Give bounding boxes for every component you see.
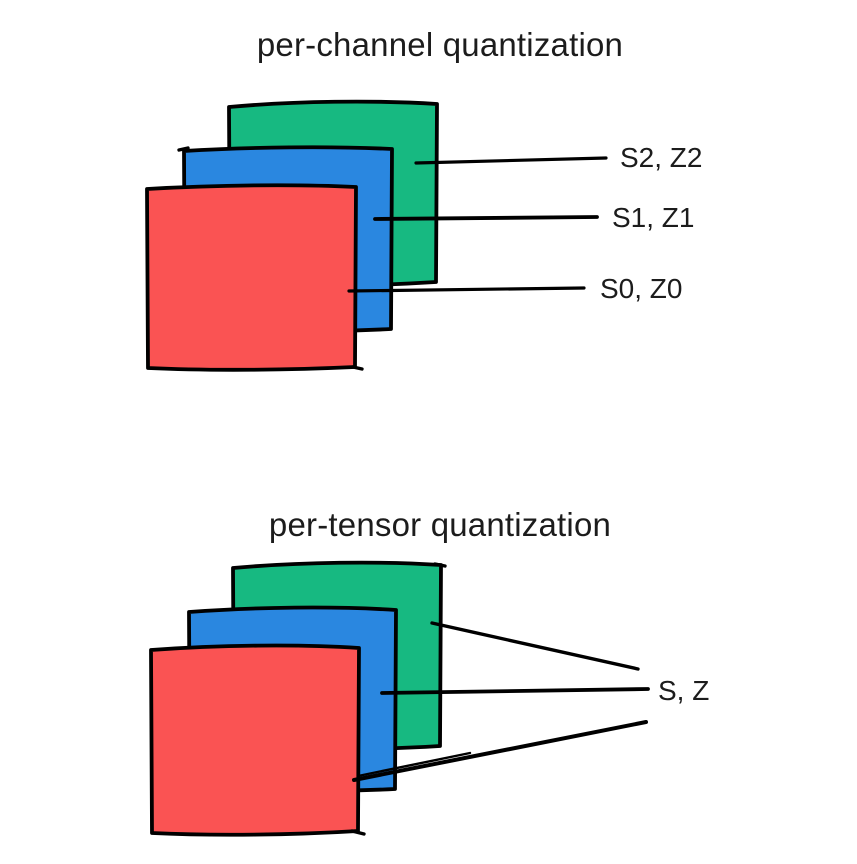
per-channel-title: per-channel quantization bbox=[256, 26, 624, 63]
label-s0-z0: S0, Z0 bbox=[600, 273, 683, 304]
label-s1-z1: S1, Z1 bbox=[612, 202, 695, 233]
sketch-tick bbox=[433, 562, 447, 568]
per-tensor-red-layer bbox=[149, 643, 361, 837]
per-channel-red-layer bbox=[145, 183, 358, 372]
pointer-line-red-sz-overdraw bbox=[356, 751, 472, 778]
sketch-tick bbox=[350, 829, 366, 836]
pointer-line-s2 bbox=[414, 156, 608, 165]
pointer-line-red-sz bbox=[352, 720, 648, 782]
label-s2-z2: S2, Z2 bbox=[620, 142, 703, 173]
pointer-line-s1 bbox=[373, 215, 599, 221]
per-channel-figure bbox=[145, 99, 608, 372]
label-s-z: S, Z bbox=[658, 675, 710, 706]
per-tensor-figure bbox=[149, 560, 650, 837]
pointer-line-green-sz bbox=[430, 621, 640, 671]
pointer-line-s0 bbox=[347, 286, 586, 293]
sketch-tick bbox=[177, 146, 190, 152]
pointer-line-blue-sz bbox=[380, 687, 650, 695]
per-tensor-title: per-tensor quantization bbox=[268, 506, 612, 543]
sketch-tick bbox=[351, 365, 364, 371]
